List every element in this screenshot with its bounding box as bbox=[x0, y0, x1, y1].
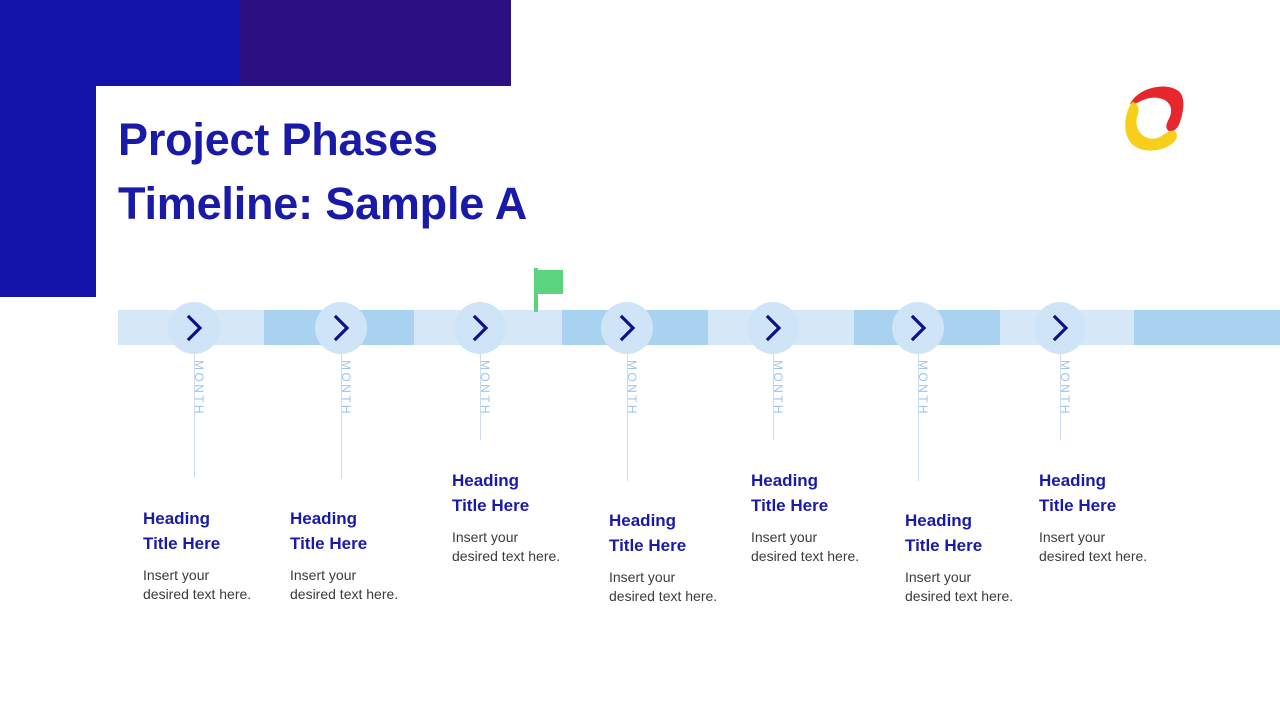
month-label: MONTH bbox=[771, 360, 785, 416]
timeline-connector-line bbox=[627, 352, 628, 481]
timeline-node-4[interactable] bbox=[601, 302, 653, 354]
timeline-connector-line bbox=[341, 352, 342, 479]
timeline-bar bbox=[118, 310, 1280, 345]
timeline-item-body: Insert your desired text here. bbox=[143, 567, 252, 602]
timeline-connector-line bbox=[480, 352, 481, 440]
brand-ring-logo bbox=[1120, 82, 1190, 154]
timeline-node-2[interactable] bbox=[315, 302, 367, 354]
chevron-right-icon bbox=[186, 314, 203, 342]
chevron-right-icon bbox=[765, 314, 782, 342]
page-title: Project Phases Timeline: Sample A bbox=[118, 114, 528, 229]
month-label: MONTH bbox=[625, 360, 639, 416]
content-panel bbox=[96, 86, 1280, 720]
month-label: MONTH bbox=[339, 360, 353, 416]
timeline-item-body: Insert your desired text here. bbox=[905, 569, 1014, 604]
timeline-item-heading: Heading Title Here bbox=[143, 509, 221, 553]
timeline-node-7[interactable] bbox=[1034, 302, 1086, 354]
timeline-item-body: Insert your desired text here. bbox=[452, 529, 561, 564]
chevron-right-icon bbox=[1052, 314, 1069, 342]
month-label: MONTH bbox=[916, 360, 930, 416]
timeline-connector-line bbox=[918, 352, 919, 481]
timeline-connector-line bbox=[194, 352, 195, 477]
timeline-item-heading: Heading Title Here bbox=[609, 511, 687, 555]
timeline-item-heading: Heading Title Here bbox=[751, 471, 829, 515]
timeline-item-body: Insert your desired text here. bbox=[609, 569, 718, 604]
chevron-right-icon bbox=[910, 314, 927, 342]
timeline-item-body: Insert your desired text here. bbox=[290, 567, 399, 602]
month-label: MONTH bbox=[478, 360, 492, 416]
timeline-node-6[interactable] bbox=[892, 302, 944, 354]
timeline-segment-8 bbox=[1134, 310, 1280, 345]
timeline-item-heading: Heading Title Here bbox=[452, 471, 530, 515]
timeline-item-body: Insert your desired text here. bbox=[1039, 529, 1148, 564]
month-label: MONTH bbox=[1058, 360, 1072, 416]
timeline-item-heading: Heading Title Here bbox=[1039, 471, 1117, 515]
chevron-right-icon bbox=[619, 314, 636, 342]
timeline-item-body: Insert your desired text here. bbox=[751, 529, 860, 564]
timeline-node-3[interactable] bbox=[454, 302, 506, 354]
timeline-connector-line bbox=[1060, 352, 1061, 440]
timeline-item-heading: Heading Title Here bbox=[905, 511, 983, 555]
timeline-connector-line bbox=[773, 352, 774, 440]
timeline-node-1[interactable] bbox=[168, 302, 220, 354]
timeline-node-5[interactable] bbox=[747, 302, 799, 354]
decor-purple-block bbox=[240, 0, 511, 86]
chevron-right-icon bbox=[333, 314, 350, 342]
month-label: MONTH bbox=[192, 360, 206, 416]
chevron-right-icon bbox=[472, 314, 489, 342]
timeline-item-heading: Heading Title Here bbox=[290, 509, 368, 553]
milestone-flag-icon bbox=[533, 268, 565, 312]
